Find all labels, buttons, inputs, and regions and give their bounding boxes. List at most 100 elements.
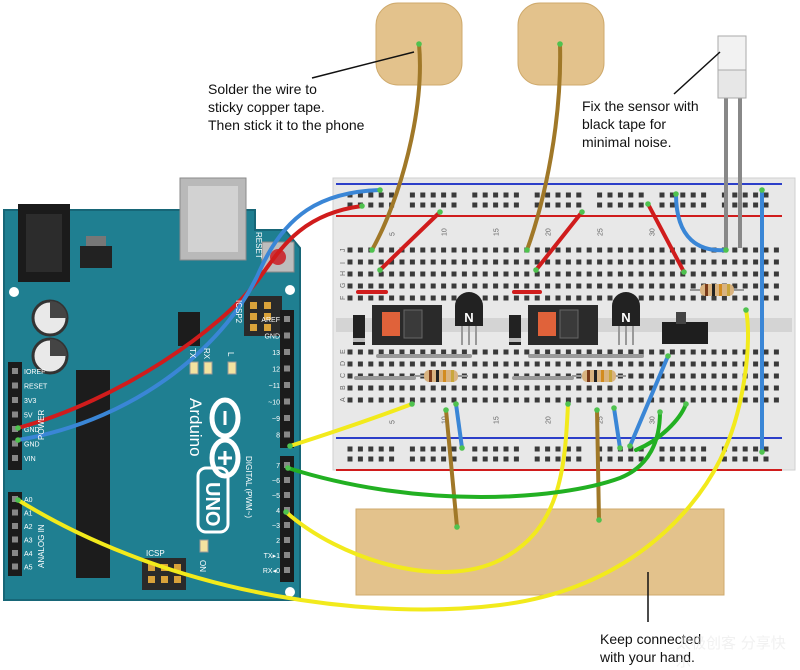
breadboard-hole xyxy=(409,361,415,367)
breadboard-hole xyxy=(607,397,613,403)
wire-end-dot xyxy=(15,497,21,503)
breadboard-hole xyxy=(503,349,509,355)
resistor-sensor xyxy=(690,284,744,296)
breadboard-hole xyxy=(513,259,519,265)
breadboard-hole xyxy=(638,259,644,265)
breadboard-hole xyxy=(545,202,551,208)
wire-end-points xyxy=(15,41,765,530)
icsp2-pin xyxy=(250,324,257,331)
header-pin-label: ~5 xyxy=(272,493,280,500)
gray-jumpers xyxy=(354,354,644,380)
breadboard-hole xyxy=(545,283,551,289)
breadboard-hole xyxy=(773,373,779,379)
header-pin-label: RESET xyxy=(24,384,48,391)
breadboard-hole xyxy=(753,349,759,355)
breadboard-hole xyxy=(399,349,405,355)
breadboard-hole xyxy=(409,446,415,452)
breadboard-hole xyxy=(430,192,436,198)
breadboard-hole xyxy=(607,361,613,367)
breadboard-hole xyxy=(628,385,634,391)
breadboard-hole xyxy=(711,385,717,391)
arduino-uno-board: AREFGND1312~11~10~987~6~54~32TX▸1RX◂0IOR… xyxy=(3,177,301,601)
breadboard-hole xyxy=(378,397,384,403)
wire-end-dot xyxy=(287,443,293,449)
icsp-pin xyxy=(148,576,155,583)
breadboard-hole xyxy=(378,446,384,452)
arduino-brand-text: Arduino xyxy=(186,398,205,457)
breadboard-hole xyxy=(711,361,717,367)
breadboard-hole xyxy=(586,385,592,391)
breadboard-hole xyxy=(441,247,447,253)
breadboard-hole xyxy=(534,385,540,391)
wire-end-dot xyxy=(285,465,291,471)
breadboard-hole xyxy=(576,456,582,462)
wire-end-dot xyxy=(579,209,585,215)
breadboard-hole xyxy=(753,361,759,367)
breadboard-hole xyxy=(732,247,738,253)
breadboard-hole xyxy=(586,361,592,367)
breadboard-hole xyxy=(565,349,571,355)
tx-label: TX xyxy=(188,348,197,359)
breadboard-hole xyxy=(555,361,561,367)
breadboard-hole xyxy=(482,349,488,355)
header-pin-label: 13 xyxy=(272,350,280,357)
breadboard-hole xyxy=(690,361,696,367)
breadboard-hole xyxy=(461,361,467,367)
breadboard-hole xyxy=(597,271,603,277)
rx-label: RX xyxy=(202,348,211,360)
breadboard-hole xyxy=(576,192,582,198)
breadboard-hole xyxy=(441,295,447,301)
breadboard-hole xyxy=(597,295,603,301)
icsp2-pin xyxy=(264,302,271,309)
breadboard-hole xyxy=(451,283,457,289)
wire-end-dot xyxy=(681,269,687,275)
breadboard-hole xyxy=(721,373,727,379)
breadboard-hole xyxy=(721,259,727,265)
breadboard-hole xyxy=(732,202,738,208)
breadboard-hole xyxy=(607,349,613,355)
column-number-top: 20 xyxy=(546,228,553,236)
breadboard-hole xyxy=(493,373,499,379)
breadboard-hole xyxy=(347,295,353,301)
breadboard-hole xyxy=(576,385,582,391)
breadboard-hole xyxy=(347,397,353,403)
breadboard-hole xyxy=(628,259,634,265)
breadboard-hole xyxy=(628,271,634,277)
row-letter: E xyxy=(340,349,347,354)
breadboard-hole xyxy=(659,295,665,301)
breadboard-hole xyxy=(680,247,686,253)
breadboard-hole xyxy=(617,397,623,403)
breadboard-hole xyxy=(420,456,426,462)
breadboard-hole xyxy=(534,259,540,265)
icsp2-pin xyxy=(264,324,271,331)
header-pin xyxy=(12,440,18,447)
breadboard-hole xyxy=(607,259,613,265)
breadboard-hole xyxy=(565,283,571,289)
breadboard-hole xyxy=(701,295,707,301)
breadboard-hole xyxy=(773,349,779,355)
breadboard-hole xyxy=(482,192,488,198)
relay-left xyxy=(372,305,442,345)
breadboard-hole xyxy=(555,446,561,452)
breadboard-hole xyxy=(690,385,696,391)
breadboard-hole xyxy=(701,373,707,379)
breadboard-hole xyxy=(378,361,384,367)
breadboard-hole xyxy=(742,446,748,452)
transistor-left xyxy=(455,292,483,345)
breadboard-hole xyxy=(565,456,571,462)
breadboard-hole xyxy=(378,271,384,277)
header-pin xyxy=(284,522,290,528)
breadboard-hole xyxy=(503,295,509,301)
breadboard-hole xyxy=(347,373,353,379)
rx-led xyxy=(203,361,213,375)
breadboard-hole xyxy=(409,192,415,198)
breadboard-hole xyxy=(513,192,519,198)
breadboard-hole xyxy=(503,397,509,403)
breadboard-hole xyxy=(690,259,696,265)
wire-end-dot xyxy=(557,41,563,47)
column-number-top: 25 xyxy=(598,228,605,236)
breadboard-hole xyxy=(430,397,436,403)
wire-end-dot xyxy=(15,437,21,443)
row-letter: G xyxy=(340,283,347,288)
breadboard-hole xyxy=(701,271,707,277)
